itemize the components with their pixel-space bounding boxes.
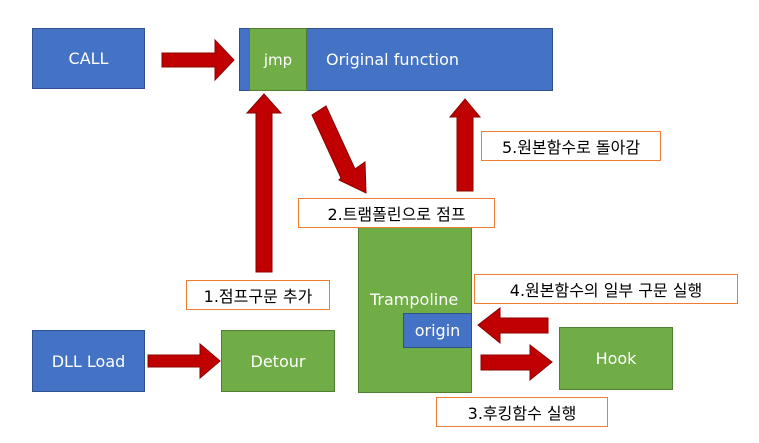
step3-text: 3.후킹함수 실행 <box>467 404 577 423</box>
trampoline-label: Trampoline <box>370 290 459 309</box>
jmp-box: jmp <box>249 28 307 91</box>
arrow-step5-up <box>448 98 482 192</box>
call-label: CALL <box>68 49 109 68</box>
arrow-call-to-function <box>161 38 235 82</box>
step3-label: 3.후킹함수 실행 <box>436 397 608 427</box>
original-function-label: Original function <box>326 50 460 69</box>
arrow-step1-up <box>245 93 283 273</box>
dll-load-label: DLL Load <box>51 351 126 371</box>
call-box: CALL <box>32 28 145 89</box>
arrow-step3-right <box>480 343 553 382</box>
step5-label: 5.원본함수로 돌아감 <box>481 131 661 161</box>
origin-label: origin <box>414 321 461 340</box>
detour-label: Detour <box>250 351 306 371</box>
step1-label: 1.점프구문 추가 <box>186 280 330 310</box>
step1-text: 1.점프구문 추가 <box>203 287 313 306</box>
detour-box: Detour <box>221 330 335 392</box>
jmp-label: jmp <box>263 50 293 69</box>
arrow-dll-to-detour <box>147 342 221 380</box>
hook-box: Hook <box>559 327 673 390</box>
hook-label: Hook <box>595 349 637 368</box>
origin-box: origin <box>403 313 472 348</box>
arrow-step4-left <box>477 306 549 345</box>
step2-label: 2.트램폴린으로 점프 <box>298 198 495 228</box>
trampoline-box: Trampoline <box>358 225 472 393</box>
step5-text: 5.원본함수로 돌아감 <box>501 138 641 157</box>
arrow-step2-diagonal <box>311 105 367 194</box>
dll-load-box: DLL Load <box>32 330 145 392</box>
step2-text: 2.트램폴린으로 점프 <box>327 205 466 224</box>
step4-label: 4.원본함수의 일부 구문 실행 <box>474 274 738 304</box>
step4-text: 4.원본함수의 일부 구문 실행 <box>509 281 703 300</box>
